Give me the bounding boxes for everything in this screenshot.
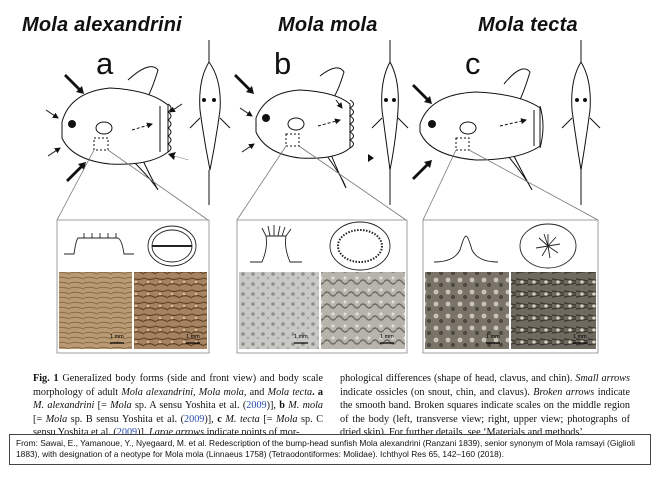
panel-a — [45, 40, 231, 205]
caption-text: c — [217, 413, 222, 425]
panel-b — [239, 40, 409, 205]
species-title-mola: Mola mola — [278, 14, 378, 36]
connector-lines — [56, 145, 599, 221]
citation-link[interactable]: 2009 — [246, 400, 267, 412]
figure-illustration — [45, 40, 601, 354]
caption-text: M. mola — [284, 400, 323, 412]
caption-text: sp. B sensu Yoshita et al. ( — [67, 413, 185, 425]
caption-text: Mola — [275, 413, 298, 425]
caption-text: sp. A sensu Yoshita et al. ( — [131, 400, 247, 412]
caption-text: Broken arrows — [533, 386, 595, 398]
citation-link[interactable]: 2009 — [184, 413, 205, 425]
caption-text: [= — [94, 400, 111, 412]
caption-text: sp. C sensu Yoshita et al. ( — [33, 413, 323, 439]
scale-label: 1 mm — [294, 334, 308, 340]
species-title-alexandrini: Mola alexandrini — [22, 14, 182, 36]
caption-text: [= — [259, 413, 276, 425]
scale-label: 1 mm — [110, 334, 124, 340]
caption-text: b — [279, 400, 285, 412]
scale-label: 1 mm — [380, 334, 394, 340]
caption-text: Mola — [45, 413, 68, 425]
scale-label: 1 mm — [486, 334, 500, 340]
panel-c — [419, 40, 601, 205]
caption-text: )]. — [137, 427, 150, 439]
source-citation-box: From: Sawai, E., Yamanoue, Y., Nyegaard,… — [9, 434, 651, 465]
caption-text: and — [246, 386, 268, 398]
scale-label: 1 mm — [573, 334, 587, 340]
caption-text: Small arrows — [575, 373, 631, 384]
citation-link[interactable]: 2009 — [116, 427, 138, 439]
panel-letter-a: a — [96, 46, 114, 81]
panel-letter-b: b — [274, 46, 292, 81]
caption-text: Mola tecta — [267, 386, 313, 398]
figure-caption-right: phological differences (shape of head, c… — [340, 372, 630, 440]
caption-text: M. tecta — [221, 413, 260, 425]
species-title-tecta: Mola tecta — [478, 14, 578, 36]
caption-text: [= — [33, 413, 46, 425]
caption-text: Mola alexandrini, Mola mola, — [121, 386, 247, 398]
caption-text: )], — [204, 413, 218, 425]
caption-text: )], — [266, 400, 280, 412]
caption-text: indicate points of mor- — [204, 427, 300, 439]
caption-text: indicate ossicles (on snout, chin, and c… — [340, 386, 534, 398]
scale-label: 1 mm — [186, 334, 200, 340]
caption-text: indicate the smooth band. Broken squares… — [340, 386, 630, 439]
caption-text: Mola — [110, 400, 132, 412]
caption-text: M. alexandrini — [33, 400, 95, 412]
caption-text: . a — [312, 386, 323, 398]
panel-letter-c: c — [465, 46, 481, 81]
figure-caption-left: Fig. 1 Generalized body forms (side and … — [33, 372, 323, 440]
fig-label: Fig. 1 — [33, 373, 59, 384]
caption-text: phological differences (shape of head, c… — [340, 373, 576, 384]
caption-text: Large arrows — [149, 427, 205, 439]
caption-text: Generalized body forms (side and front v… — [33, 373, 323, 398]
